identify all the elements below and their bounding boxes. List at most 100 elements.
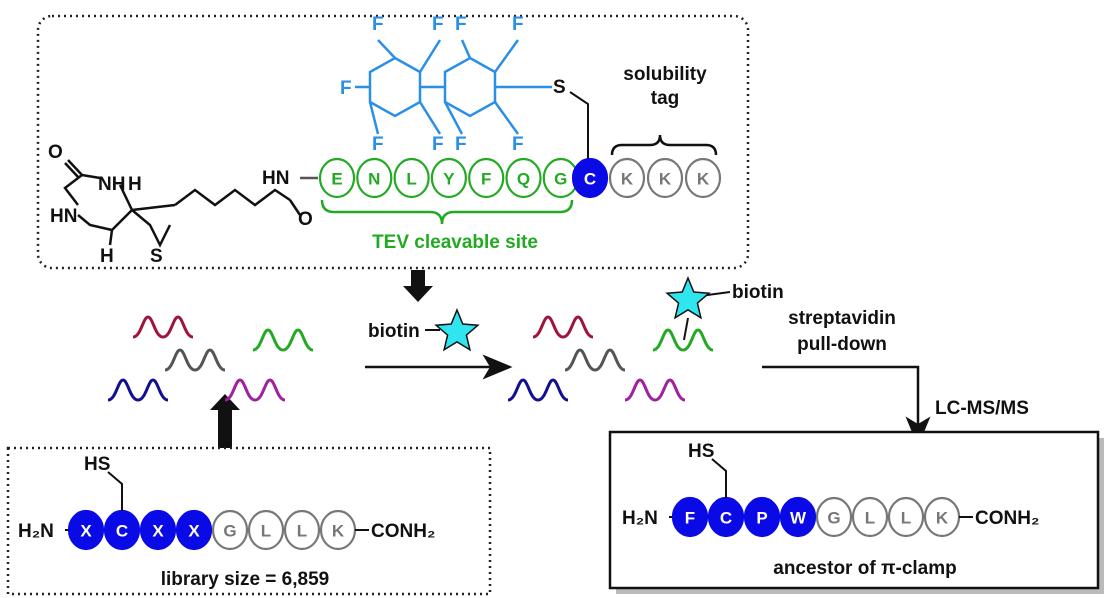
biotin-label-1: biotin — [368, 321, 420, 342]
svg-text:HN: HN — [50, 206, 77, 227]
tag-brace — [610, 134, 718, 156]
residue-circle — [318, 157, 356, 199]
residue-letter: L — [901, 509, 911, 528]
residue-letter: X — [80, 522, 92, 541]
residue-circle — [571, 157, 609, 199]
residue-circle — [175, 509, 213, 551]
thiol-label: HS — [84, 454, 110, 475]
residue-letter: Q — [517, 170, 530, 189]
library-sequence: H₂N X C X X G L L K CONH₂ HS — [18, 454, 435, 551]
n-terminus: H₂N — [18, 521, 54, 542]
down-arrow-probe — [403, 270, 433, 302]
residue-letter: G — [554, 170, 567, 189]
residue-letter: K — [621, 170, 634, 189]
residue-letter: X — [152, 522, 164, 541]
result-caption: ancestor of π-clamp — [773, 558, 956, 579]
pulldown-arrow — [762, 365, 931, 447]
residue-letter: L — [261, 522, 271, 541]
residue-circle — [505, 157, 542, 199]
svg-text:S: S — [150, 246, 163, 267]
residue-circle — [393, 157, 430, 199]
thiol-label: HS — [688, 441, 714, 462]
residue-circle — [743, 496, 781, 538]
residue-letter: K — [936, 509, 949, 528]
residue-letter: F — [685, 509, 695, 528]
peptide-wave — [507, 378, 569, 402]
residue-letter: C — [720, 509, 732, 528]
residue-letter: C — [116, 522, 128, 541]
perfluorobiphenyl — [355, 39, 552, 135]
residue-circle — [887, 496, 925, 538]
residue-circle — [671, 496, 709, 538]
residue-circle — [67, 509, 105, 551]
peptide-wave — [132, 315, 194, 339]
residue-circle — [283, 509, 321, 551]
residue-letter: G — [827, 509, 840, 528]
residue-letter: E — [331, 170, 342, 189]
peptide-wave — [624, 378, 686, 402]
peptide-wave — [107, 378, 169, 402]
residue-letter: G — [223, 522, 236, 541]
residue-circle — [468, 157, 505, 199]
bound-biotin-star-icon — [665, 276, 711, 320]
peptide-wave — [652, 328, 714, 352]
svg-text:O: O — [48, 142, 63, 163]
up-arrow-library — [210, 394, 240, 448]
residue-letter: K — [659, 170, 672, 189]
residue-letter: C — [584, 170, 596, 189]
sulfur-label: S — [553, 77, 566, 98]
library-size: library size = 6,859 — [161, 569, 329, 590]
tag-label-2: tag — [651, 88, 680, 109]
amide-label: HN — [262, 168, 289, 189]
tev-brace — [320, 199, 574, 225]
residue-letter: K — [697, 170, 710, 189]
residue-letter: L — [406, 170, 416, 189]
n-terminus: H₂N — [622, 508, 658, 529]
fluorine-atom: F — [455, 14, 467, 35]
svg-text:H: H — [100, 246, 114, 267]
residue-letter: N — [368, 170, 380, 189]
residue-circle — [247, 509, 285, 551]
residue-letter: W — [790, 509, 807, 528]
peptide-library-waves — [107, 315, 714, 402]
residue-circle — [139, 509, 177, 551]
tag-label-1: solubility — [623, 64, 707, 85]
pulldown-label: pull-down — [797, 334, 887, 355]
residue-circle — [211, 509, 249, 551]
peptide-wave — [564, 348, 626, 372]
tev-label: TEV cleavable site — [372, 232, 538, 253]
residue-letter: K — [332, 522, 345, 541]
residue-circle — [608, 157, 646, 199]
residue-letter: L — [865, 509, 875, 528]
residue-circle — [684, 157, 722, 199]
fluorine-atom: F — [512, 14, 524, 35]
residue-letter: L — [297, 522, 307, 541]
fluorine-atom: F — [372, 14, 384, 35]
peptide-wave — [532, 315, 594, 339]
svg-text:NH: NH — [98, 174, 125, 195]
residue-letter: Y — [443, 170, 455, 189]
residue-circle — [356, 157, 393, 199]
fluorine-atom: F — [372, 134, 384, 155]
result-sequence: H₂N F C P W G L L K CONH₂ HS — [622, 441, 1039, 538]
residue-letter: P — [756, 509, 767, 528]
residue-letter: X — [188, 522, 200, 541]
residue-circle — [779, 496, 817, 538]
biotin-atom-labels: O NH H HN H S O — [48, 142, 313, 267]
fluorine-atom: F — [340, 78, 352, 99]
biotin-label-2: biotin — [732, 282, 784, 303]
fluorine-atom: F — [455, 134, 467, 155]
residue-circle — [815, 496, 853, 538]
residue-letter: F — [481, 170, 491, 189]
svg-text:H: H — [128, 174, 142, 195]
c-terminus: CONH₂ — [371, 521, 435, 542]
fluorine-atom: F — [432, 14, 444, 35]
c-terminus: CONH₂ — [975, 508, 1039, 529]
biotin-structure — [63, 159, 302, 248]
fluorine-atom: F — [512, 134, 524, 155]
lcms-label: LC-MS/MS — [935, 398, 1029, 419]
residue-circle — [430, 157, 467, 199]
